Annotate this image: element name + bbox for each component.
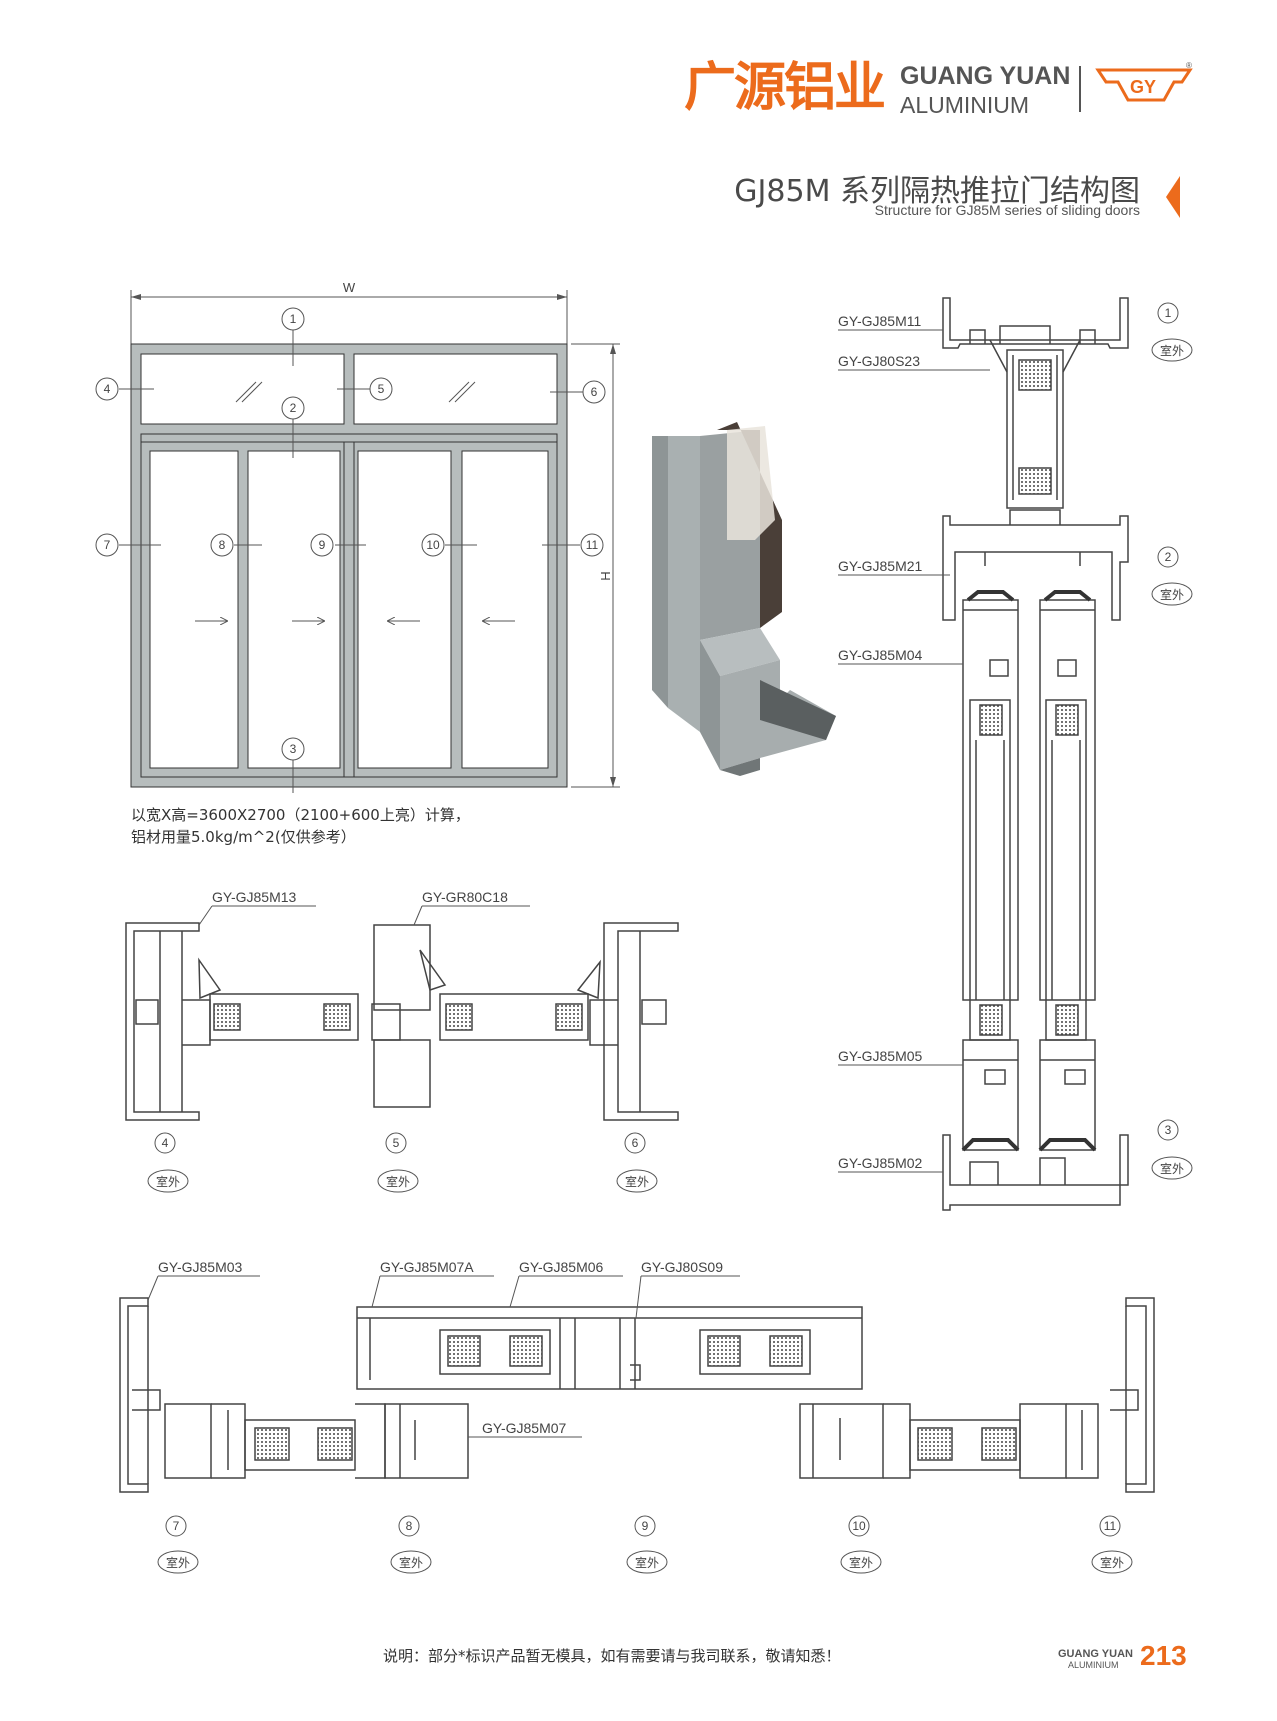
tsec-number-4: 4: [162, 1136, 169, 1150]
vsec-number-2: 2: [1165, 550, 1172, 564]
callout-8: 8: [219, 538, 226, 552]
dsec-number-8: 8: [406, 1519, 413, 1533]
label-gj85m07a: GY-GJ85M07A: [380, 1259, 474, 1275]
footer-brand: GUANG YUAN: [1058, 1648, 1133, 1660]
label-gj85m07: GY-GJ85M07: [482, 1420, 567, 1436]
vsec-outside-1: 室外: [1160, 343, 1184, 358]
tsec-outside-5: 室外: [386, 1174, 410, 1189]
dsec-number-9: 9: [642, 1519, 649, 1533]
callout-3: 3: [290, 742, 297, 756]
brand-logo-icon: GY ®: [1079, 61, 1193, 112]
label-gr80c18: GY-GR80C18: [422, 889, 508, 905]
label-gj85m06: GY-GJ85M06: [519, 1259, 604, 1275]
label-gj80s09: GY-GJ80S09: [641, 1259, 723, 1275]
callout-5: 5: [378, 382, 385, 396]
dsec-outside-11: 室外: [1100, 1555, 1124, 1570]
svg-text:GY: GY: [1130, 77, 1156, 97]
callout-9: 9: [319, 538, 326, 552]
vsec-outside-2: 室外: [1160, 587, 1184, 602]
dsec-outside-8: 室外: [399, 1555, 423, 1570]
vsec-number-1: 1: [1165, 306, 1172, 320]
vsec-number-3: 3: [1165, 1123, 1172, 1137]
dsec-outside-7: 室外: [166, 1555, 190, 1570]
footer-note: 说明：部分*标识产品暂无模具，如有需要请与我司联系，敬请知悉！: [383, 1647, 841, 1665]
brand-english-subname: ALUMINIUM: [900, 92, 1030, 118]
callout-6: 6: [591, 385, 598, 399]
height-label: H: [598, 571, 613, 580]
dsec-outside-10: 室外: [849, 1555, 873, 1570]
door-elevation: W H: [95, 280, 620, 793]
dsec-outside-9: 室外: [635, 1555, 659, 1570]
vsec-outside-3: 室外: [1160, 1161, 1184, 1176]
label-gj85m04: GY-GJ85M04: [838, 647, 923, 663]
page-number: 213: [1140, 1640, 1187, 1671]
dsec-number-10: 10: [852, 1519, 866, 1533]
footer-brand-sub: ALUMINIUM: [1068, 1660, 1119, 1670]
label-gj85m21: GY-GJ85M21: [838, 558, 923, 574]
dsec-number-11: 11: [1104, 1519, 1117, 1533]
label-gj85m03: GY-GJ85M03: [158, 1259, 243, 1275]
material-calc-line2: 铝材用量5.0kg/m^2(仅供参考）: [131, 828, 356, 846]
brand-english-name: GUANG YUAN: [900, 62, 1071, 90]
label-gj85m05: GY-GJ85M05: [838, 1048, 923, 1064]
label-gj85m13: GY-GJ85M13: [212, 889, 297, 905]
tsec-outside-4: 室外: [156, 1174, 180, 1189]
callout-2: 2: [290, 401, 297, 415]
callout-10: 10: [426, 538, 440, 552]
label-gj80s23: GY-GJ80S23: [838, 353, 920, 369]
page-title: GJ85M 系列隔热推拉门结构图: [734, 174, 1140, 209]
vertical-section: [942, 297, 1129, 1211]
material-calc-line1: 以宽X高=3600X2700（2100+600上亮）计算，: [131, 806, 470, 824]
callout-7: 7: [104, 538, 111, 552]
svg-text:®: ®: [1186, 61, 1192, 70]
tsec-number-5: 5: [393, 1136, 400, 1150]
tsec-number-6: 6: [632, 1136, 639, 1150]
dsec-number-7: 7: [173, 1519, 180, 1533]
label-gj85m11: GY-GJ85M11: [838, 313, 921, 329]
page-subtitle: Structure for GJ85M series of sliding do…: [874, 202, 1140, 218]
brand-chinese-name: 广源铝业: [684, 58, 886, 118]
callout-11: 11: [586, 538, 599, 552]
callout-4: 4: [104, 382, 111, 396]
transom-section: [125, 922, 679, 1121]
callout-1: 1: [290, 312, 297, 326]
width-label: W: [343, 280, 356, 295]
door-section: [119, 1297, 1155, 1493]
profile-3d-render: [652, 422, 836, 776]
tsec-outside-6: 室外: [625, 1174, 649, 1189]
label-gj85m02: GY-GJ85M02: [838, 1155, 923, 1171]
title-marker-icon: [1166, 176, 1180, 218]
